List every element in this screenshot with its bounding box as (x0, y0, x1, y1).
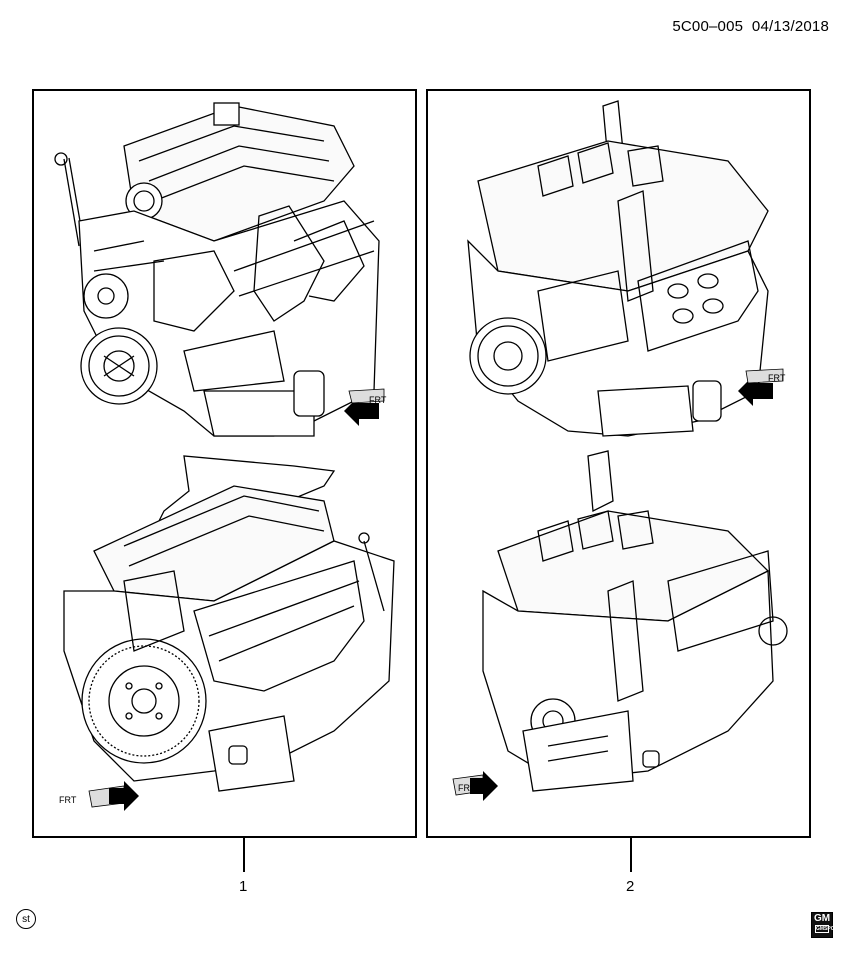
engine-complete-rear-view (63, 455, 395, 792)
st-symbol: st (16, 909, 36, 929)
gm-logo-sub: GMSPO (815, 925, 835, 933)
engine-long-block-front-view (467, 100, 769, 437)
engine-assembly-panel-1: FRT (32, 89, 417, 838)
frt-label: FRT (768, 373, 786, 383)
gm-logo-text: GM (813, 913, 831, 924)
engine-illustration-1: FRT (54, 102, 395, 811)
front-arrow-icon (738, 368, 784, 406)
front-arrow-icon (452, 771, 498, 801)
front-arrow-icon (344, 388, 385, 426)
frt-label: FRT (458, 783, 476, 793)
frt-label: FRT (369, 395, 387, 405)
engine-complete-front-view (54, 102, 380, 437)
callout-1: 1 (239, 878, 248, 895)
callout-2: 2 (626, 878, 635, 895)
diagram-date: 04/13/2018 (751, 18, 829, 35)
leader-line-2 (630, 838, 632, 872)
engine-assembly-panel-2: FRT FRT (426, 89, 811, 838)
leader-line-1 (243, 838, 245, 872)
engine-illustration-2: FRT FRT (452, 100, 788, 801)
diagram-header: 5C00–005 04/13/2018 (672, 18, 829, 35)
frt-label: FRT (59, 795, 77, 805)
front-arrow-icon (88, 781, 139, 811)
diagram-code: 5C00–005 (672, 18, 744, 35)
gm-logo: GM GMSPO (811, 912, 835, 938)
engine-long-block-rear-view (482, 450, 788, 792)
